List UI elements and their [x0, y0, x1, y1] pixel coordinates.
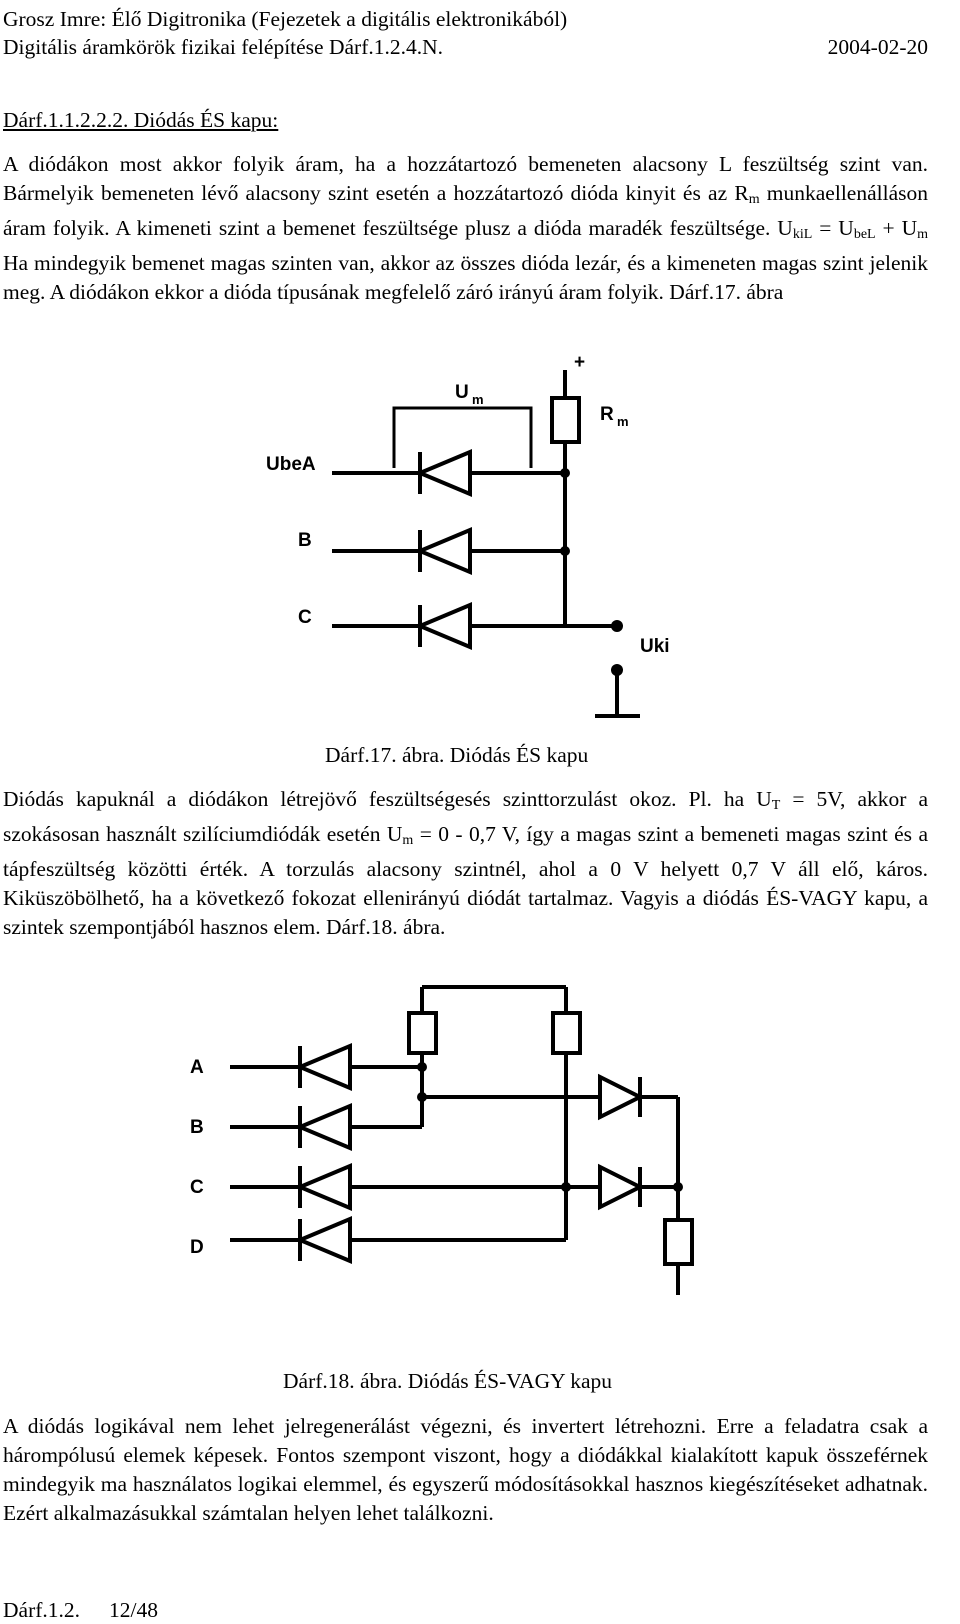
fig18-plus-label: + [587, 975, 598, 980]
fig17-input-a-label: UbeA [266, 454, 316, 475]
fig17-rm-label: R [600, 404, 614, 425]
p1-text-2: munkaellenálláson áram folyik. A kimenet… [3, 181, 928, 240]
p1-text-5: Ha mindegyik bemenet magas szinten van, … [3, 251, 928, 304]
fig18-diode-or-1 [598, 1073, 645, 1121]
fig18-diode-d [294, 1215, 352, 1265]
fig17-input-c-label: C [298, 607, 312, 628]
figure-18-diode-and-or-gate: + A B C D [190, 975, 694, 1295]
fig17-diode-b [414, 526, 472, 576]
figure-18-caption: Dárf.18. ábra. Diódás ÉS-VAGY kapu [283, 1369, 612, 1393]
p2-text-2: = 5V, akkor a szokásosan használt szilíc… [3, 787, 928, 846]
p2-text-1: Diódás kapuknál a diódákon létrejövő fes… [3, 787, 772, 811]
fig18-diode-b [294, 1102, 352, 1152]
fig17-input-b-label: B [298, 530, 312, 551]
page-footer: Dárf.1.2. 12/48 [3, 1597, 158, 1623]
header-title: Grosz Imre: Élő Digitronika (Fejezetek a… [3, 7, 568, 31]
p2-sub-1: T [771, 798, 781, 813]
fig18-resistor-1 [407, 1011, 438, 1055]
fig17-um-sub: m [472, 392, 484, 407]
fig17-plus-label: + [574, 352, 585, 373]
paragraph-1: A diódákon most akkor folyik áram, ha a … [3, 150, 928, 307]
fig17-output-label: Uki [640, 636, 670, 657]
fig18-resistor-out [663, 1218, 694, 1266]
header-date: 2004-02-20 [827, 35, 928, 59]
footer-page-number: 12/48 [109, 1598, 158, 1622]
paragraph-2: Diódás kapuknál a diódákon létrejövő fes… [3, 785, 928, 942]
fig17-um-bracket [392, 406, 533, 468]
fig17-diodes [414, 448, 472, 651]
fig18-input-c-label: C [190, 1177, 204, 1198]
fig17-diode-c [414, 601, 472, 651]
section-title: Dárf.1.1.2.2.2. Diódás ÉS kapu: [3, 108, 279, 132]
fig17-junctions [560, 468, 623, 676]
p2-sub-2: m [402, 833, 414, 848]
footer-label: Dárf.1.2. [3, 1598, 81, 1622]
fig18-diode-or-2 [598, 1163, 645, 1211]
p1-sub-1: m [748, 192, 760, 207]
p1-sub-2: kiL [792, 227, 813, 242]
figure-17-caption: Dárf.17. ábra. Diódás ÉS kapu [325, 743, 589, 767]
p1-text-4: + U [875, 216, 918, 240]
p2-text-3: = 0 - 0,7 V, így a magas szint a bemenet… [3, 822, 928, 939]
fig18-diode-c [294, 1162, 352, 1212]
fig18-input-b-label: B [190, 1117, 204, 1138]
header-subtitle: Digitális áramkörök fizikai felépítése D… [3, 35, 444, 59]
p1-sub-3: beL [853, 227, 876, 242]
fig18-input-a-label: A [190, 1057, 204, 1078]
p1-sub-4: m [917, 227, 929, 242]
fig18-junctions [417, 1062, 683, 1192]
fig17-rm-sub: m [617, 414, 629, 429]
fig18-diode-a [294, 1042, 352, 1092]
p1-text-3: = U [812, 216, 854, 240]
figure-17-diode-and-gate: + U m R m UbeA B C Uki [266, 352, 670, 718]
fig17-diode-a [414, 448, 472, 498]
fig17-wires [332, 370, 640, 718]
fig17-resistor-rm [550, 396, 581, 444]
fig18-resistor-2 [551, 1011, 582, 1055]
paragraph-3: A diódás logikával nem lehet jelregenerá… [3, 1414, 928, 1525]
p1-text-1: A diódákon most akkor folyik áram, ha a … [3, 152, 928, 205]
fig18-diodes [294, 1042, 645, 1265]
fig18-input-d-label: D [190, 1237, 204, 1258]
fig17-um-label: U [455, 382, 469, 403]
